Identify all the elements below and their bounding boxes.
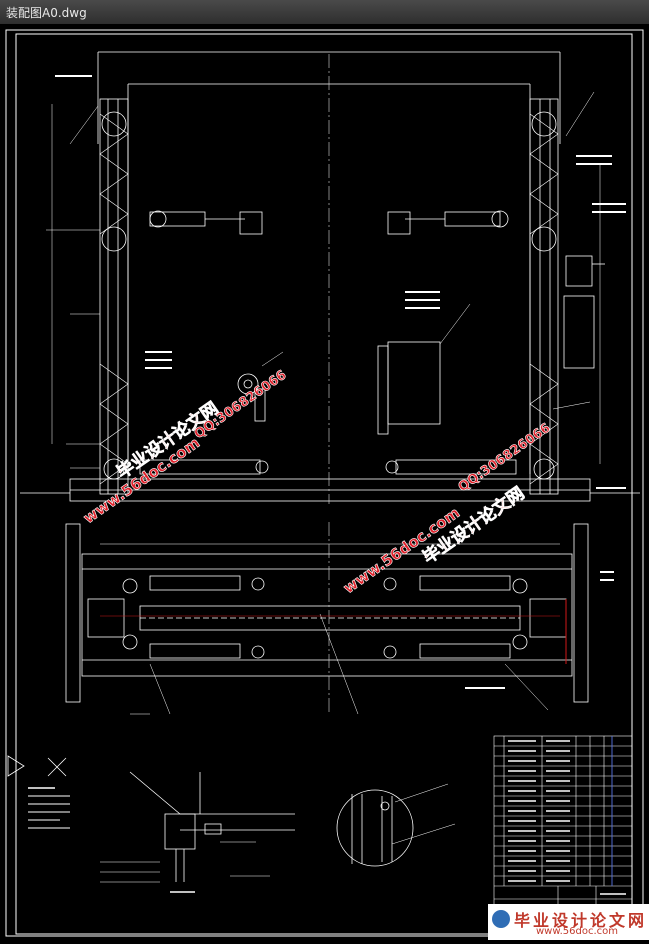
detail-views [7,755,456,893]
drawing-canvas[interactable]: www.56doc.com 毕业设计论文网 QQ:306826066 www.5… [0,24,649,940]
site-logo: 毕业设计论文网 www.56doc.com [488,904,649,940]
watermark-qq-2: QQ:306826066 [456,421,554,496]
front-view [20,51,640,502]
parts-list-entries [508,740,626,922]
assembly-drawing: www.56doc.com 毕业设计论文网 QQ:306826066 www.5… [5,29,644,937]
logo-title: 毕业设计论文网 [514,911,648,930]
logo-url: www.56doc.com [536,926,619,937]
window-title: 装配图A0.dwg [6,6,87,20]
logo-badge-icon [492,910,510,928]
top-view [65,523,614,715]
parts-list [493,735,633,933]
watermarks: www.56doc.com 毕业设计论文网 QQ:306826066 www.5… [80,367,554,597]
window-titlebar: 装配图A0.dwg [0,0,649,25]
inner-border [15,33,633,935]
outer-border [5,29,644,937]
